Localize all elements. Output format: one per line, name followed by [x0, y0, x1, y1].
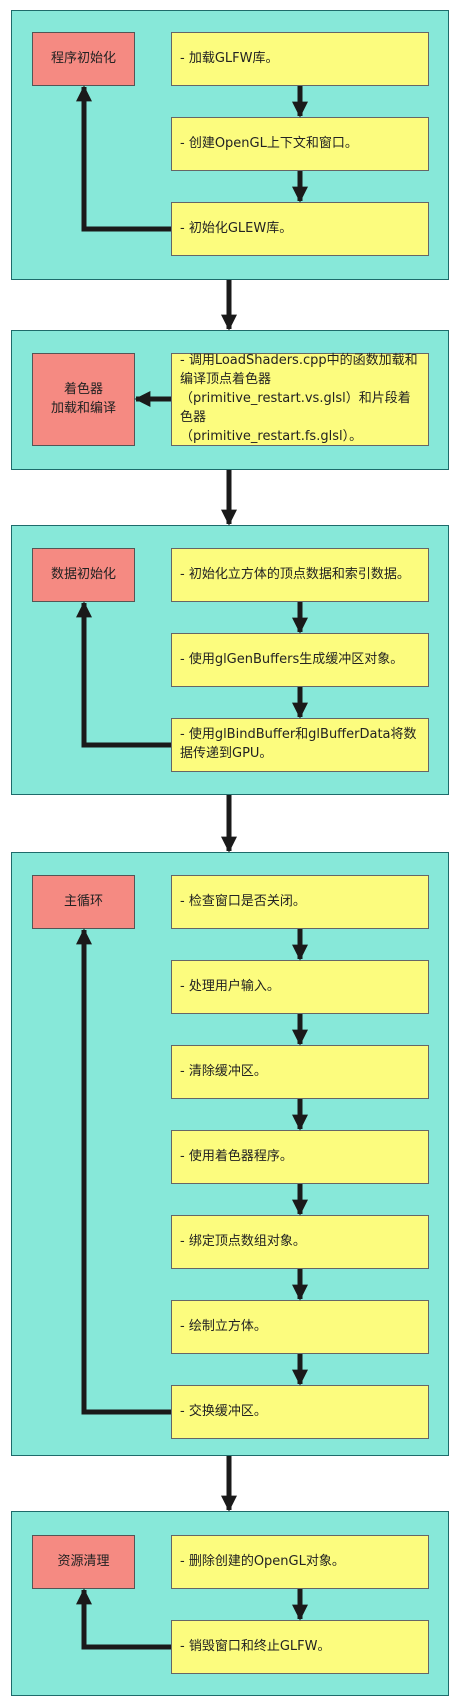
label-main-loop: 主循环 — [32, 875, 135, 929]
step-init-glew: - 初始化GLEW库。 — [171, 202, 429, 256]
step-init-vertex-data: - 初始化立方体的顶点数据和索引数据。 — [171, 548, 429, 602]
step-process-input: - 处理用户输入。 — [171, 960, 429, 1014]
step-load-glfw: - 加载GLFW库。 — [171, 32, 429, 86]
step-use-shader: - 使用着色器程序。 — [171, 1130, 429, 1184]
label-data-init: 数据初始化 — [32, 548, 135, 602]
step-bind-buffer: - 使用glBindBuffer和glBufferData将数 据传递到GPU。 — [171, 718, 429, 772]
step-delete-objects: - 删除创建的OpenGL对象。 — [171, 1535, 429, 1589]
step-clear-buffer: - 清除缓冲区。 — [171, 1045, 429, 1099]
step-create-context: - 创建OpenGL上下文和窗口。 — [171, 117, 429, 171]
arrow-s3-loop-to-label — [75, 601, 171, 748]
arrow-s1-loop-to-label — [75, 85, 171, 232]
step-destroy-window: - 销毁窗口和终止GLFW。 — [171, 1620, 429, 1674]
arrow-s5-loop-to-label — [75, 1588, 171, 1650]
label-cleanup: 资源清理 — [32, 1535, 135, 1589]
label-shader-load: 着色器 加载和编译 — [32, 353, 135, 446]
step-bind-vao: - 绑定顶点数组对象。 — [171, 1215, 429, 1269]
step-check-window: - 检查窗口是否关闭。 — [171, 875, 429, 929]
step-load-shaders: - 调用LoadShaders.cpp中的函数加载和 编译顶点着色器 （prim… — [171, 353, 429, 446]
label-program-init: 程序初始化 — [32, 32, 135, 86]
arrow-s4-loop-to-label — [75, 928, 171, 1415]
